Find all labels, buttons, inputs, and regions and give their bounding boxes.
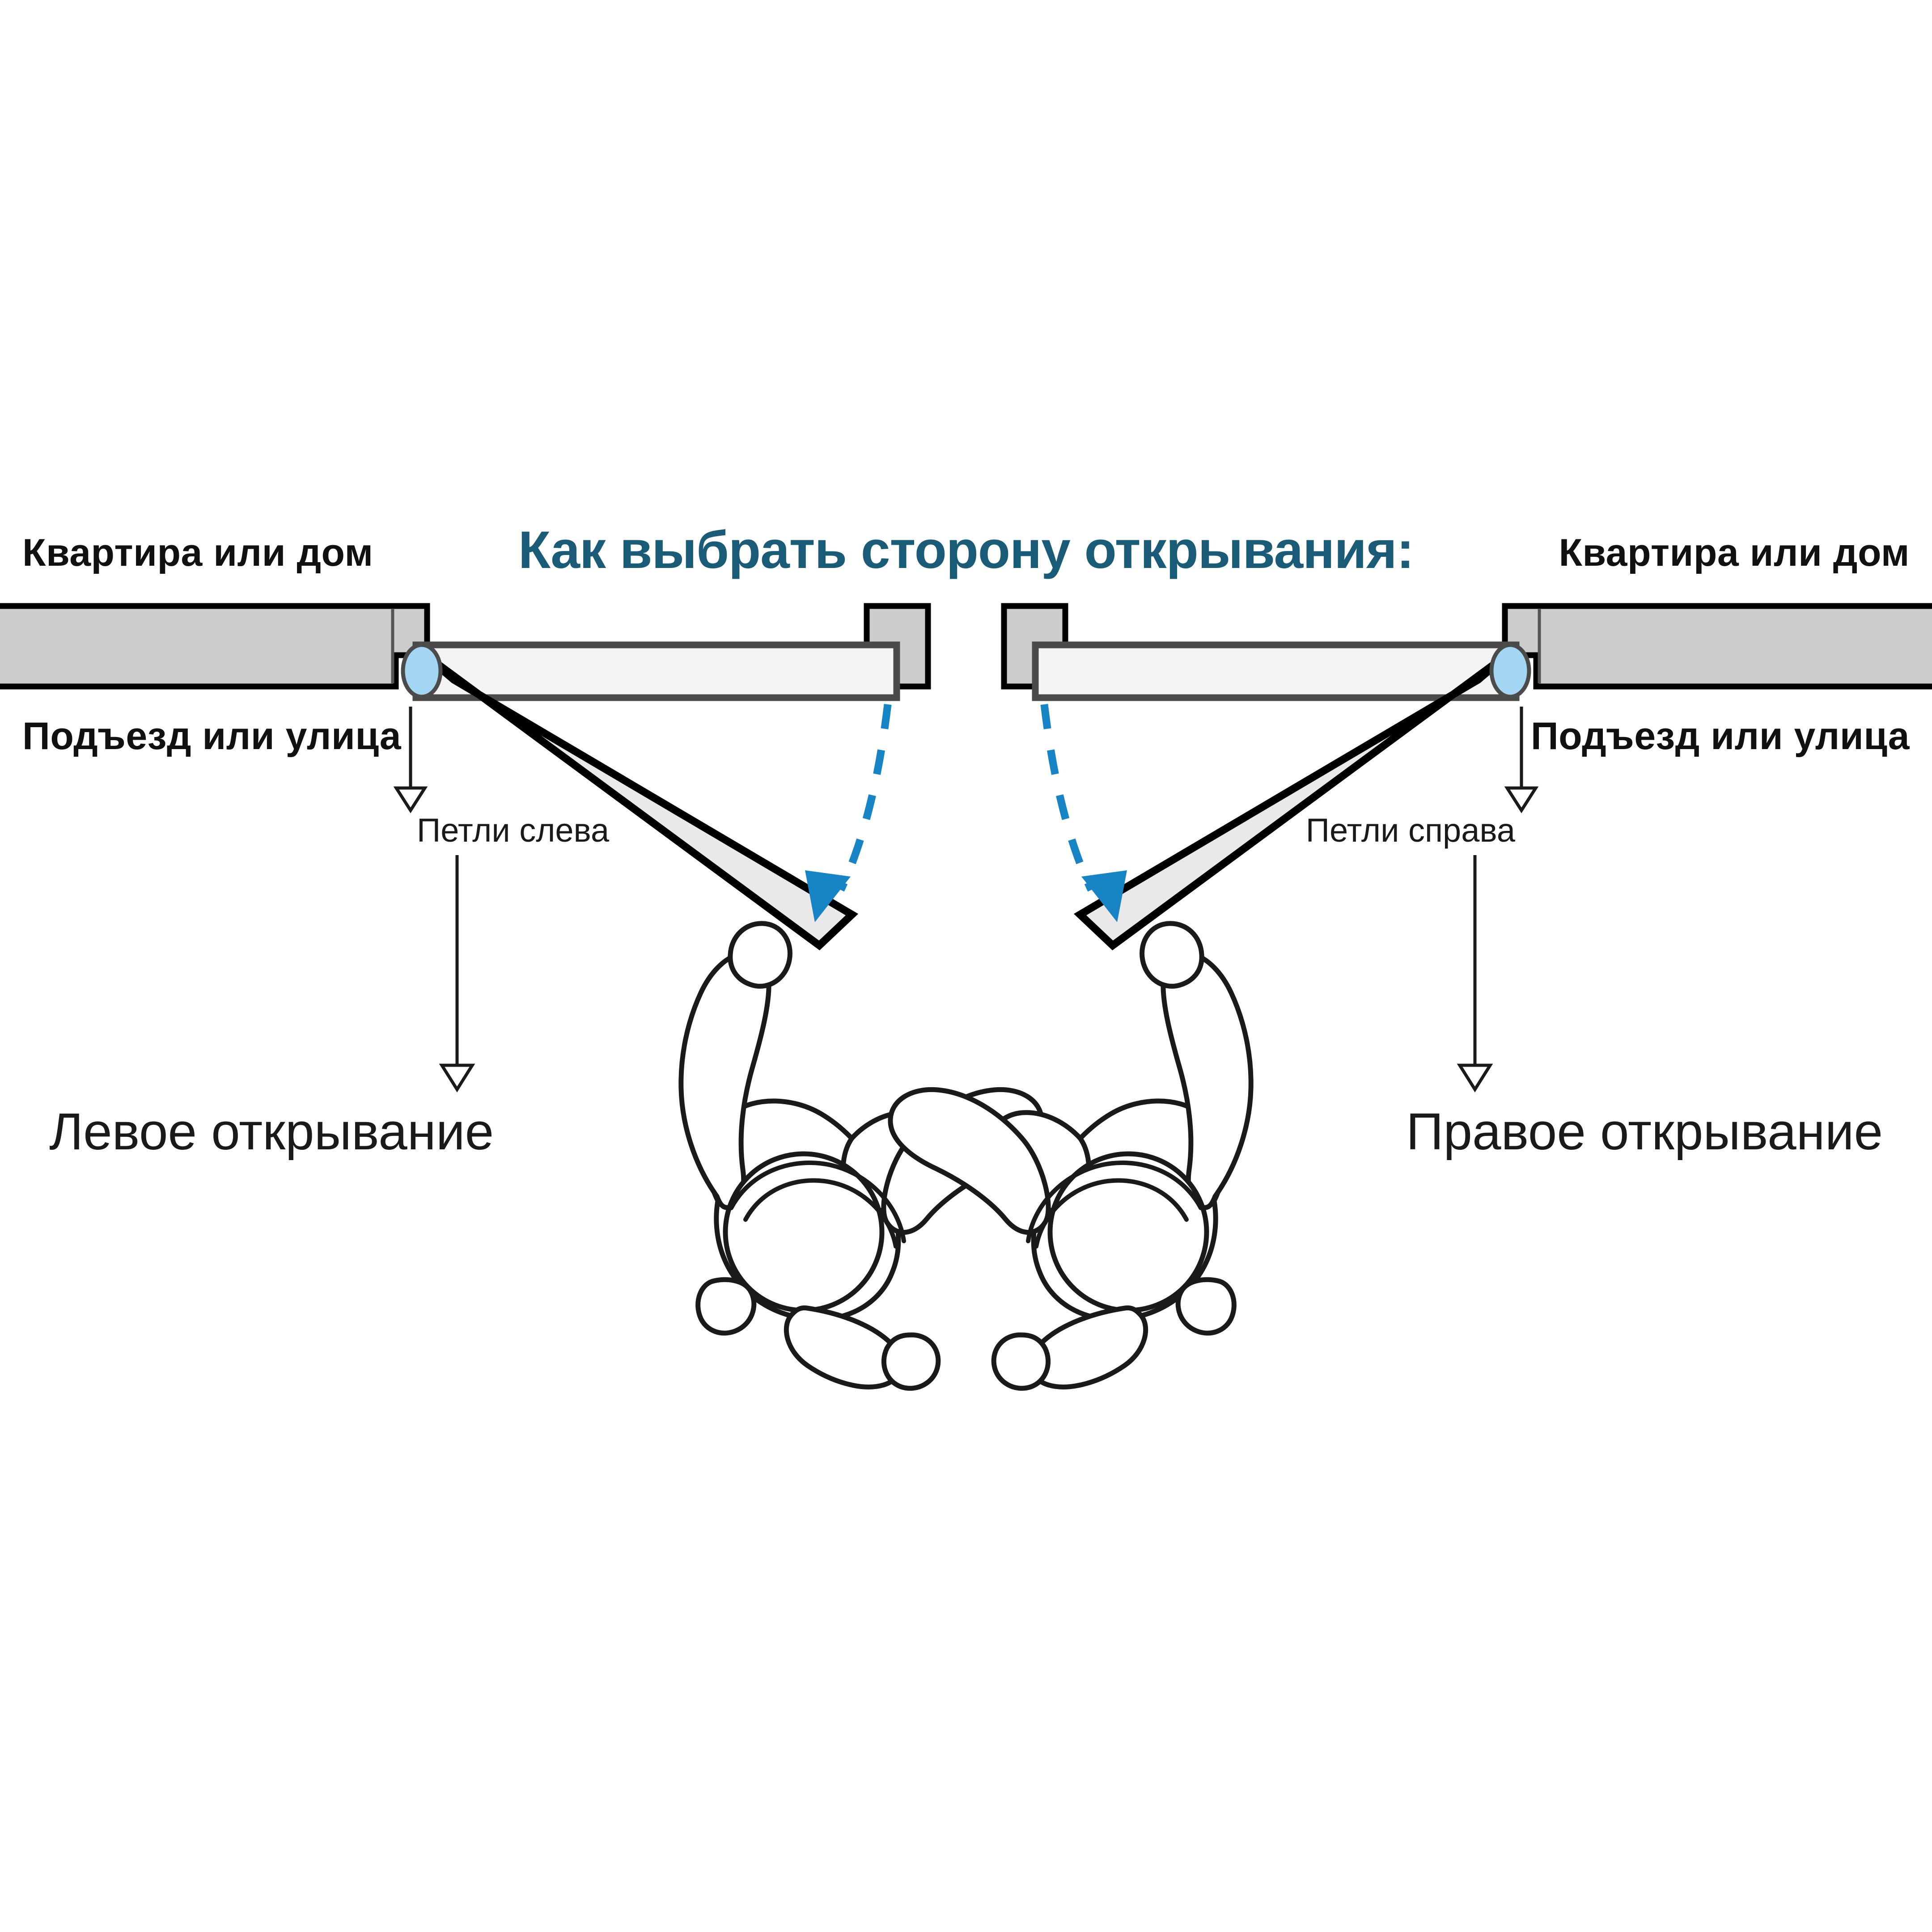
panel-right-hinge-callout-arrowhead bbox=[1504, 786, 1539, 813]
person-shoulder-contour-inner bbox=[743, 1178, 898, 1249]
panel-right-result-label: Правое открывание bbox=[1406, 1102, 1883, 1161]
panel-left: Квартира или дом Подъезд или улица Петли… bbox=[0, 531, 1044, 1391]
panel-left-hinge-callout-arrowhead bbox=[393, 786, 428, 813]
panel-left-person bbox=[678, 921, 1044, 1391]
panel-left-result-label: Левое открывание bbox=[49, 1102, 494, 1161]
panel-right-wall bbox=[1502, 603, 1932, 690]
panel-right-result-callout-arrowhead bbox=[1457, 1063, 1493, 1093]
panel-left-result-callout-arrowhead bbox=[439, 1063, 475, 1093]
person-shoulder-contour bbox=[1026, 1160, 1203, 1243]
panel-left-door-leaf-closed bbox=[412, 641, 900, 701]
panel-left-hinge-label: Петли слева bbox=[417, 812, 610, 849]
panel-left-outside-label: Подъезд или улица bbox=[22, 715, 402, 758]
person-hand-left bbox=[728, 921, 792, 989]
diagram-title: Как выбрать сторону открывания: bbox=[518, 521, 1414, 580]
panel-left-swing-arrow-head bbox=[805, 870, 851, 922]
panel-right-door-leaf-closed bbox=[1032, 641, 1520, 701]
panel-right bbox=[888, 603, 1932, 1391]
panel-left-wall bbox=[0, 603, 430, 690]
panel-right-swing-arrow-head bbox=[1081, 870, 1127, 922]
panel-right-hinge-pin bbox=[1489, 643, 1531, 699]
panel-right-text: Квартира или дом Подъезд или улица Петли… bbox=[1306, 531, 1910, 1161]
person-hand-left bbox=[1140, 921, 1204, 989]
panel-right-hinge-label: Петли справа bbox=[1306, 812, 1516, 849]
person-lower-body bbox=[1029, 1305, 1148, 1390]
person-foot-left bbox=[695, 1277, 757, 1336]
person-foot-left bbox=[1175, 1277, 1237, 1336]
person-foot-right bbox=[991, 1332, 1051, 1391]
person-shoulder-contour bbox=[729, 1160, 906, 1243]
person-lower-body bbox=[784, 1305, 903, 1390]
panel-left-hinge-pin bbox=[401, 643, 443, 699]
panel-right-swing-arrow-path bbox=[1040, 704, 1095, 892]
person-foot-right bbox=[881, 1332, 941, 1391]
panel-left-inside-label: Квартира или дом bbox=[22, 531, 373, 574]
panel-right-person bbox=[888, 921, 1254, 1391]
person-shoulder-contour-inner bbox=[1034, 1178, 1189, 1249]
panel-right-inside-label: Квартира или дом bbox=[1559, 531, 1910, 574]
panel-right-outside-label: Подъезд или улица bbox=[1531, 715, 1910, 758]
panel-left-swing-arrow-path bbox=[837, 704, 892, 892]
